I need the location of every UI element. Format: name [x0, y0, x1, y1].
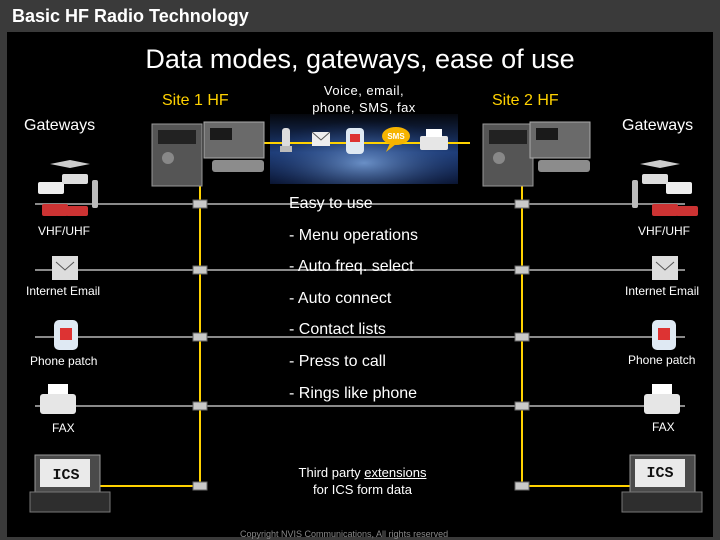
connector — [192, 199, 208, 209]
vehicles-icon — [38, 160, 98, 216]
connector — [192, 481, 208, 491]
right-item-vhf: VHF/UHF — [638, 224, 690, 238]
ics-label-left: ICS — [52, 467, 79, 484]
radio-equipment-icon — [151, 121, 265, 187]
fax-icon — [40, 384, 76, 414]
gateways-left-label: Gateways — [24, 117, 96, 134]
gateways-right-label: Gateways — [622, 117, 694, 134]
left-item-vhf: VHF/UHF — [38, 224, 90, 238]
sms-bubble-icon — [382, 127, 410, 152]
connector — [192, 401, 208, 411]
connectors — [192, 199, 530, 491]
right-item-email: Internet Email — [625, 284, 700, 298]
features-list: Easy to use - Menu operations - Auto fre… — [289, 188, 418, 409]
laptop-icon — [29, 454, 111, 513]
envelope-icon — [311, 131, 331, 146]
bus-lines — [35, 203, 685, 407]
feature-item: - Press to call — [289, 352, 386, 370]
slide-title: Basic HF Radio Technology — [12, 6, 249, 26]
phone-icon — [54, 320, 78, 350]
fax-icon — [644, 384, 680, 414]
connector — [192, 265, 208, 275]
left-item-fax: FAX — [52, 421, 75, 435]
extensions-line-2: for ICS form data — [313, 482, 412, 497]
feature-item: - Rings like phone — [289, 384, 418, 402]
connector — [514, 401, 530, 411]
voice-modes-label: Voice, email, phone, SMS, fax — [290, 82, 438, 116]
site1-label: Site 1 HF — [162, 92, 229, 109]
phone-icon — [346, 128, 364, 154]
feature-item: - Auto freq. select — [289, 258, 414, 276]
extensions-prefix: Third party — [298, 465, 365, 480]
vehicles-icon — [632, 160, 698, 216]
connector — [514, 265, 530, 275]
site2-label: Site 2 HF — [492, 92, 559, 109]
connector — [514, 199, 530, 209]
connector — [514, 481, 530, 491]
microphone-icon — [280, 128, 292, 152]
feature-item: - Menu operations — [289, 226, 418, 244]
left-item-email: Internet Email — [26, 284, 101, 298]
sms-badge-label: SMS — [387, 132, 405, 141]
extensions-note: Third party extensions for ICS form data — [270, 464, 455, 498]
ics-label-right: ICS — [646, 465, 673, 482]
extensions-link[interactable]: extensions — [364, 465, 427, 480]
fax-icon — [420, 129, 448, 150]
connector — [514, 332, 530, 342]
left-item-phone: Phone patch — [30, 354, 98, 368]
copyright-notice: Copyright NVIS Communications, All right… — [240, 529, 449, 539]
feature-item: Easy to use — [289, 195, 373, 212]
slide-subtitle: Data modes, gateways, ease of use — [145, 44, 575, 74]
feature-item: - Auto connect — [289, 289, 392, 307]
right-item-phone: Phone patch — [628, 353, 696, 367]
extensions-line-1: Third party extensions — [270, 464, 455, 481]
envelope-icon — [652, 256, 678, 280]
connector — [192, 332, 208, 342]
phone-icon — [652, 320, 676, 350]
laptop-icon — [621, 454, 703, 513]
voice-line-1: Voice, email, — [323, 83, 405, 98]
right-item-fax: FAX — [652, 420, 675, 434]
radio-equipment-icon — [482, 121, 591, 187]
feature-item: - Contact lists — [289, 321, 386, 339]
voice-line-2: phone, SMS, fax — [312, 100, 416, 115]
envelope-icon — [52, 256, 78, 280]
